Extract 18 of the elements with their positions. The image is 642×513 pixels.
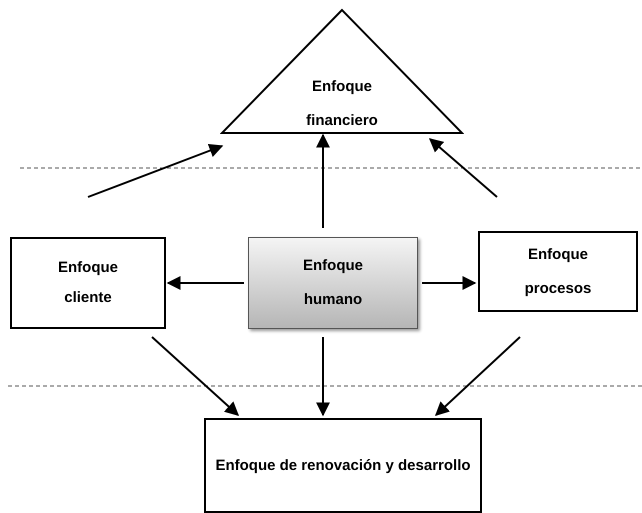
- process-box: [10, 237, 166, 329]
- arrow: [422, 276, 476, 290]
- process-box: [478, 231, 638, 312]
- arrow: [166, 276, 244, 290]
- arrow: [151, 336, 240, 416]
- node-label: Enfoque cliente: [57, 258, 119, 308]
- node-label: Enfoque financiero: [305, 77, 379, 131]
- arrow: [434, 336, 521, 416]
- arrow: [316, 134, 330, 228]
- process-box: [204, 418, 482, 513]
- arrow: [88, 144, 224, 198]
- arrow: [428, 138, 498, 198]
- arrow: [316, 337, 330, 416]
- node-label: Enfoque procesos: [524, 244, 592, 298]
- node-label: Enfoque humano: [302, 256, 364, 310]
- node-label: Enfoque de renovación y desarrollo: [215, 456, 471, 476]
- process-box: [248, 237, 418, 329]
- triangle-shape: [220, 8, 464, 134]
